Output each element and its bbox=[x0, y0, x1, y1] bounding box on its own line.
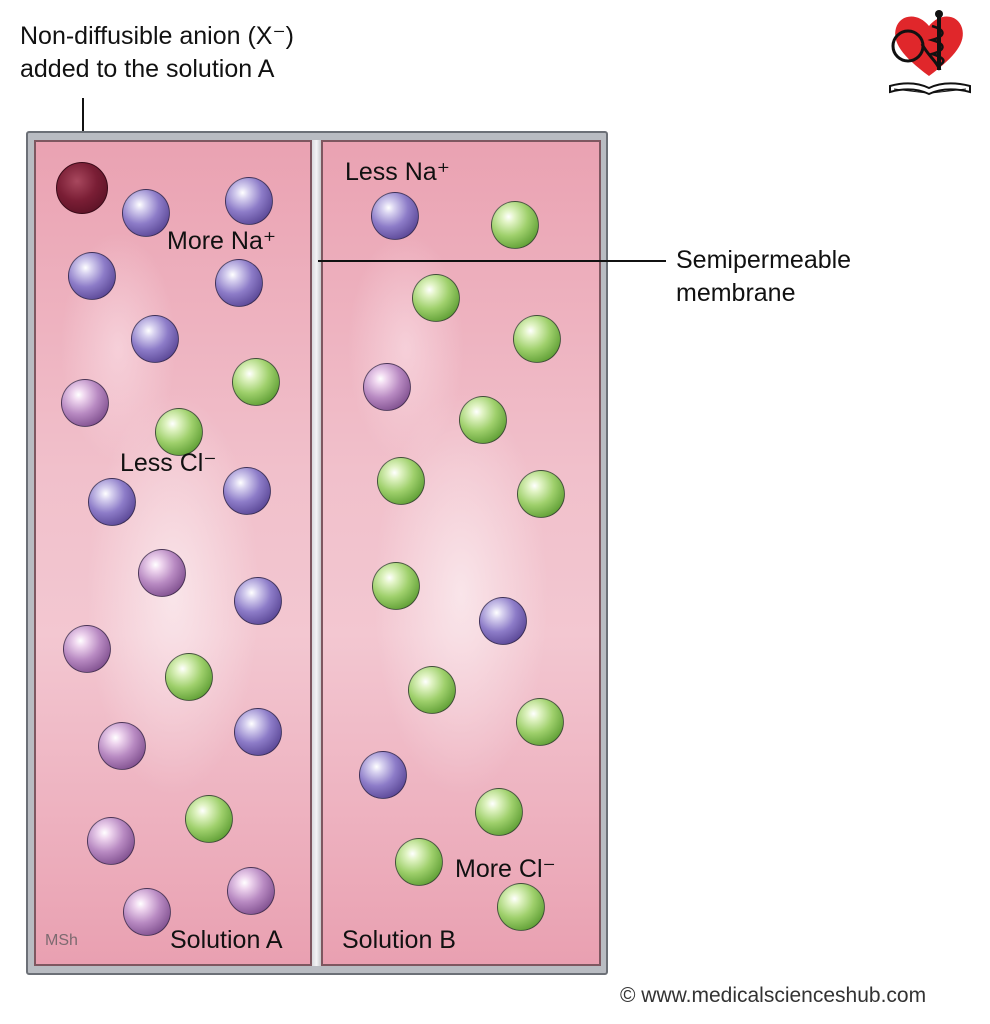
logo bbox=[882, 4, 976, 98]
less-cl-label: Less Cl⁻ bbox=[120, 449, 217, 477]
solution-b-label: Solution B bbox=[342, 926, 456, 954]
more-cl-label: More Cl⁻ bbox=[455, 855, 556, 883]
sodium-ion bbox=[122, 189, 170, 237]
membrane-annotation-line2: membrane bbox=[676, 279, 796, 307]
sodium-ion bbox=[63, 625, 111, 673]
anion-annotation-line2: added to the solution A bbox=[20, 55, 275, 83]
chloride-ion bbox=[475, 788, 523, 836]
membrane-annotation: Semipermeable membrane bbox=[676, 244, 851, 310]
heart-caduceus-stethoscope-book-logo bbox=[889, 10, 971, 96]
chloride-ion bbox=[408, 666, 456, 714]
chloride-ion bbox=[372, 562, 420, 610]
chloride-ion bbox=[517, 470, 565, 518]
chloride-ion bbox=[491, 201, 539, 249]
sodium-ion bbox=[223, 467, 271, 515]
sodium-ion bbox=[234, 708, 282, 756]
membrane-annotation-line1: Semipermeable bbox=[676, 246, 852, 274]
signature: MSh bbox=[45, 932, 78, 949]
chloride-ion bbox=[185, 795, 233, 843]
chloride-ion bbox=[232, 358, 280, 406]
sodium-ion bbox=[371, 192, 419, 240]
sodium-ion bbox=[87, 817, 135, 865]
anion-annotation-line1: Non-diffusible anion (X⁻) bbox=[20, 22, 294, 50]
sodium-ion bbox=[215, 259, 263, 307]
more-na-label: More Na⁺ bbox=[167, 227, 277, 255]
chloride-ion bbox=[412, 274, 460, 322]
nondiffusible-anion bbox=[56, 162, 108, 214]
chloride-ion bbox=[516, 698, 564, 746]
chloride-ion bbox=[165, 653, 213, 701]
membrane-leader-line bbox=[318, 260, 666, 262]
sodium-ion bbox=[359, 751, 407, 799]
chloride-ion bbox=[155, 408, 203, 456]
sodium-ion bbox=[234, 577, 282, 625]
sodium-ion bbox=[98, 722, 146, 770]
copyright-footer: © www.medicalscienceshub.com bbox=[620, 984, 927, 1007]
chloride-ion bbox=[497, 883, 545, 931]
chloride-ion bbox=[377, 457, 425, 505]
sodium-ion bbox=[138, 549, 186, 597]
sodium-ion bbox=[227, 867, 275, 915]
sodium-ion bbox=[68, 252, 116, 300]
sodium-ion bbox=[61, 379, 109, 427]
solution-b-chamber bbox=[321, 140, 601, 966]
anion-annotation: Non-diffusible anion (X⁻) added to the s… bbox=[20, 20, 294, 86]
less-na-label: Less Na⁺ bbox=[345, 158, 450, 186]
chloride-ion bbox=[513, 315, 561, 363]
semipermeable-membrane bbox=[312, 140, 321, 966]
sodium-ion bbox=[363, 363, 411, 411]
sodium-ion bbox=[225, 177, 273, 225]
sodium-ion bbox=[123, 888, 171, 936]
solution-a-label: Solution A bbox=[170, 926, 283, 954]
chloride-ion bbox=[395, 838, 443, 886]
sodium-ion bbox=[88, 478, 136, 526]
sodium-ion bbox=[131, 315, 179, 363]
chloride-ion bbox=[459, 396, 507, 444]
sodium-ion bbox=[479, 597, 527, 645]
